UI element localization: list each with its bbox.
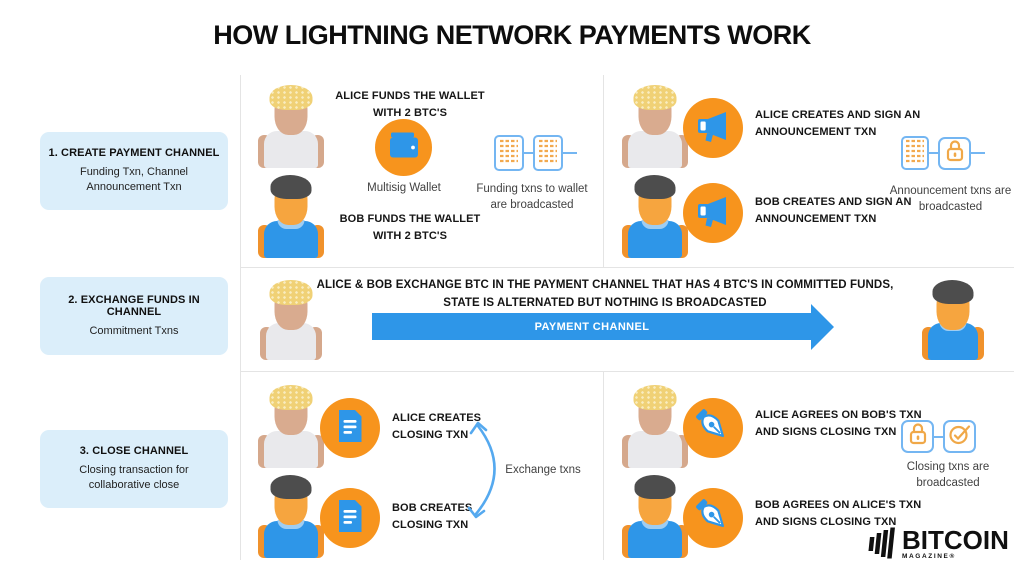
alice-avatar <box>258 382 324 468</box>
connector-line <box>934 435 943 438</box>
closing-document-icon <box>336 499 364 538</box>
payment-channel-label: PAYMENT CHANNEL <box>534 320 650 333</box>
txn-lines-icon <box>905 138 925 169</box>
bob-agrees-caption: BOB AGREES ON ALICE'S TXN AND SIGNS CLOS… <box>755 499 922 528</box>
bob-avatar <box>258 472 324 558</box>
bob-avatar <box>258 172 324 258</box>
pen-nib-icon <box>693 496 733 541</box>
alice-avatar <box>622 382 688 468</box>
bob-announcement-caption: BOB CREATES AND SIGN AN ANNOUNCEMENT TXN <box>755 196 912 225</box>
megaphone-icon <box>695 193 731 234</box>
bob-avatar <box>922 277 984 360</box>
bitcoin-magazine-logomark-icon <box>866 527 896 564</box>
alice-agrees-caption: ALICE AGREES ON BOB'S TXN AND SIGNS CLOS… <box>755 409 922 438</box>
pen-nib-icon <box>693 406 733 451</box>
lock-icon <box>945 139 965 168</box>
step-box-3: 3. CLOSE CHANNEL Closing transaction for… <box>40 430 228 508</box>
connector-line <box>971 152 985 154</box>
step-box-1: 1. CREATE PAYMENT CHANNEL Funding Txn, C… <box>40 132 228 210</box>
announcement-broadcast-label: Announcement txns are broadcasted <box>889 185 1012 214</box>
double-curved-arrow-icon <box>462 421 516 530</box>
bitcoin-magazine-logo: BITCOIN MAGAZINE® <box>866 527 1009 564</box>
step-1-detail: Funding Txn, Channel Announcement Txn <box>79 166 189 193</box>
lock-box <box>901 420 934 453</box>
alice-avatar <box>260 277 322 360</box>
exchange-txns-label: Exchange txns <box>505 464 581 476</box>
connector-line <box>929 152 938 154</box>
divider-horizontal-2 <box>240 371 1014 372</box>
bob-closing-caption: BOB CREATES CLOSING TXN <box>392 502 473 531</box>
multisig-wallet-badge <box>375 119 432 176</box>
megaphone-icon <box>695 108 731 149</box>
exchange-txns-arrow <box>462 414 516 531</box>
exchange-description-line1: ALICE & BOB EXCHANGE BTC IN THE PAYMENT … <box>316 279 894 291</box>
lock-icon <box>908 422 928 451</box>
txn-lines-icon <box>499 138 519 169</box>
funding-txn-document-icon <box>494 135 524 171</box>
divider-vertical-mid-bottom <box>603 371 604 560</box>
funding-broadcast-label: Funding txns to wallet are broadcasted <box>476 183 588 212</box>
funding-txn-document-icon <box>533 135 563 171</box>
sign-badge <box>683 398 743 458</box>
closing-broadcast-label: Closing txns are broadcasted <box>906 461 990 490</box>
logo-name: BITCOIN <box>902 525 1009 555</box>
announcement-txn-document-icon <box>901 136 929 170</box>
wallet-icon <box>388 131 420 164</box>
closing-txn-badge <box>320 488 380 548</box>
alice-avatar <box>258 82 324 168</box>
bob-funds-caption: BOB FUNDS THE WALLET WITH 2 BTC'S <box>339 213 481 242</box>
announcement-badge <box>683 98 743 158</box>
funding-txn-broadcast-icons <box>494 135 577 171</box>
closing-document-icon <box>336 409 364 448</box>
step-3-heading: 3. CLOSE CHANNEL <box>79 445 189 458</box>
exchange-description-line2: STATE IS ALTERNATED BUT NOTHING IS BROAD… <box>443 296 767 309</box>
step-1-heading: 1. CREATE PAYMENT CHANNEL <box>48 147 220 160</box>
step-2-heading: 2. EXCHANGE FUNDS IN CHANNEL <box>68 293 200 318</box>
alice-avatar <box>622 82 688 168</box>
check-box <box>943 420 976 453</box>
alice-funds-caption: ALICE FUNDS THE WALLET WITH 2 BTC'S <box>335 90 485 119</box>
sign-badge <box>683 488 743 548</box>
txn-lines-icon <box>538 138 558 169</box>
divider-horizontal-1 <box>240 267 1014 268</box>
alice-announcement-caption: ALICE CREATES AND SIGN AN ANNOUNCEMENT T… <box>755 109 921 138</box>
step-box-2: 2. EXCHANGE FUNDS IN CHANNEL Commitment … <box>40 277 228 355</box>
step-2-detail: Commitment Txns <box>89 324 179 337</box>
connector-line <box>563 152 577 154</box>
exchange-description: ALICE & BOB EXCHANGE BTC IN THE PAYMENT … <box>305 277 905 313</box>
alice-closing-caption: ALICE CREATES CLOSING TXN <box>392 412 482 441</box>
check-circle-icon <box>948 422 972 451</box>
payment-channel-arrow: PAYMENT CHANNEL <box>372 313 812 340</box>
announcement-broadcast-icons <box>901 136 985 170</box>
divider-vertical-left <box>240 75 241 560</box>
bob-avatar <box>622 172 688 258</box>
step-3-detail: Closing transaction for collaborative cl… <box>79 464 189 491</box>
announcement-badge <box>683 183 743 243</box>
connector-line <box>524 152 533 154</box>
closing-broadcast-icons <box>901 420 976 453</box>
bob-avatar <box>622 472 688 558</box>
page-title: HOW LIGHTNING NETWORK PAYMENTS WORK <box>213 20 811 50</box>
multisig-wallet-label: Multisig Wallet <box>367 182 441 194</box>
closing-txn-badge <box>320 398 380 458</box>
lock-box <box>938 136 971 170</box>
logo-subtitle: MAGAZINE® <box>902 553 956 560</box>
divider-vertical-mid-top <box>603 75 604 267</box>
